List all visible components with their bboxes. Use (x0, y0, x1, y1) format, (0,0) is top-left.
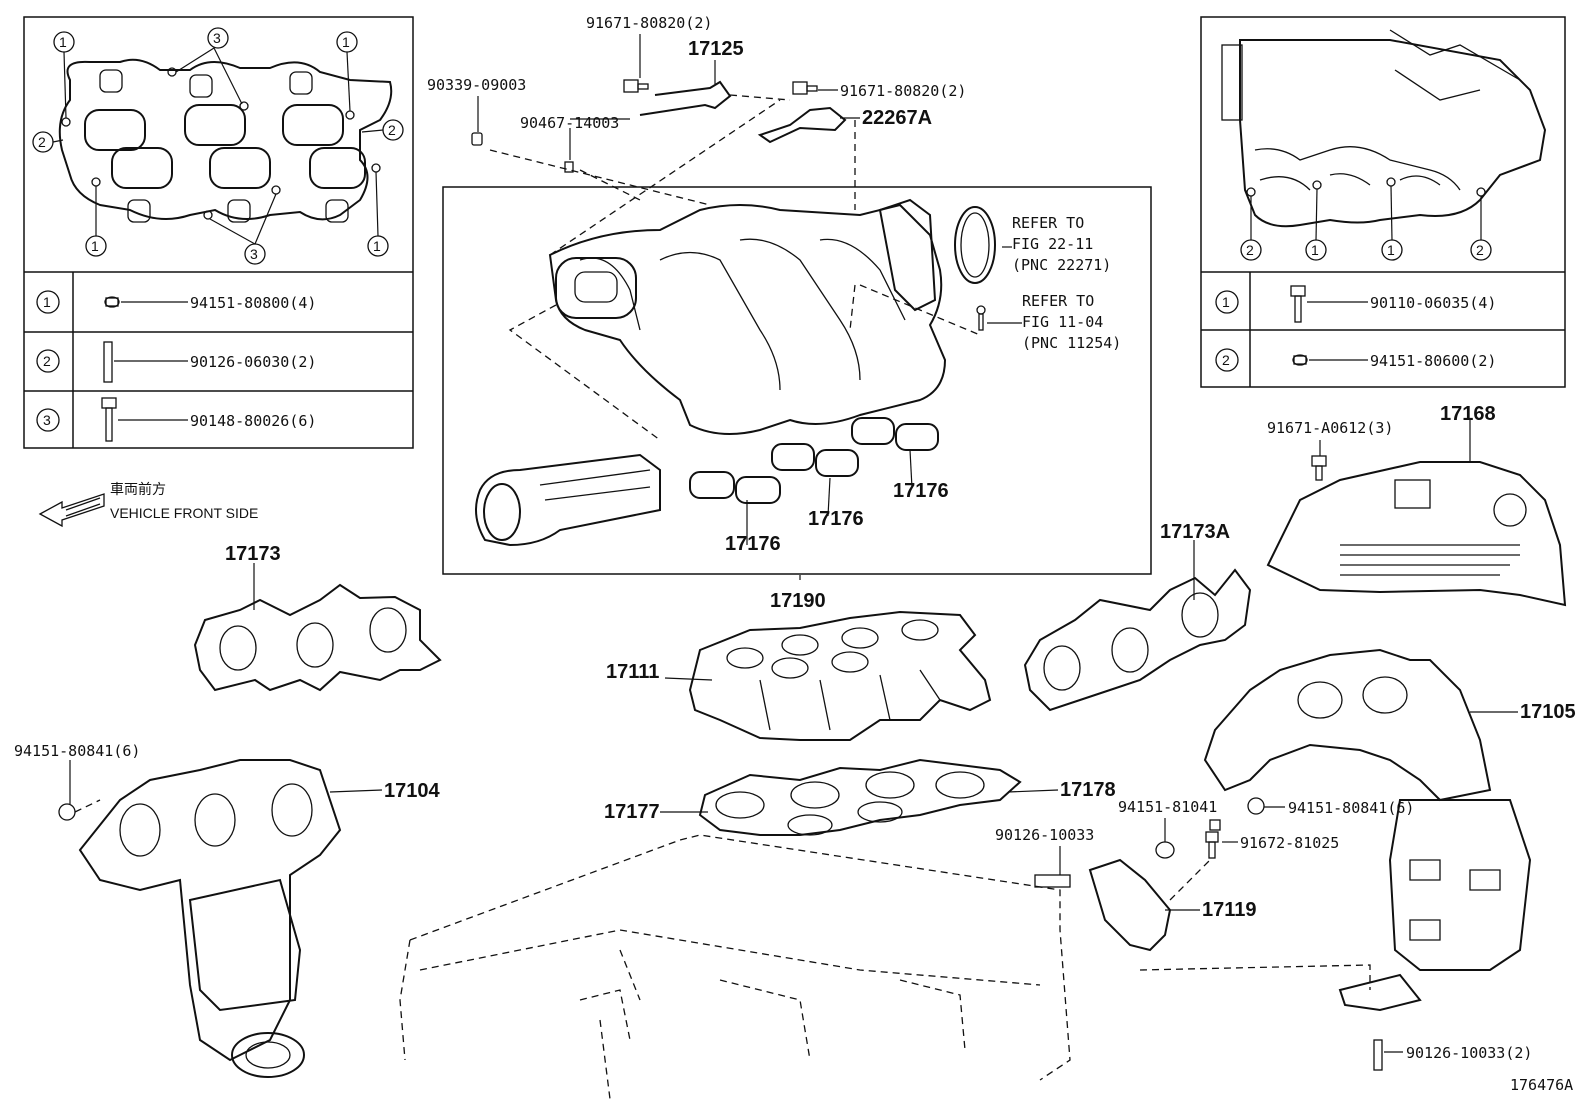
part-label: 17176 (725, 533, 781, 555)
callout-3: 3 (250, 246, 258, 262)
ref-line3: (PNC 22271) (1012, 256, 1111, 274)
top-fasteners (471, 79, 847, 173)
inset-right: 2 1 1 2 1 90110-06035(4) 2 94151-80600(2… (1200, 16, 1566, 388)
exhaust-manifold-17105 (1139, 648, 1532, 1071)
callout-3: 3 (213, 30, 221, 46)
part-label: 90339-09003 (427, 76, 526, 94)
vehicle-front-direction: 車両前方 VEHICLE FRONT SIDE (38, 481, 258, 528)
part-label: 91672-81025 (1240, 834, 1339, 852)
part-label: 91671-80820(2) (840, 82, 966, 100)
part-label: 90126-10033(2) (1406, 1044, 1532, 1062)
gasket-17173 (193, 583, 442, 692)
stud-icon (103, 341, 113, 383)
legend-part: 90110-06035(4) (1370, 294, 1496, 312)
inset-right-legend: 1 90110-06035(4) 2 94151-80600(2) (1215, 285, 1496, 372)
callout-2: 2 (388, 122, 396, 138)
callout-1: 1 (1311, 242, 1319, 258)
part-label: 17176 (808, 508, 864, 530)
part-label: 17178 (1060, 779, 1116, 801)
part-label: 17105 (1520, 701, 1576, 723)
bolt-icon (101, 397, 117, 442)
part-label: 17104 (384, 780, 440, 802)
ref-line2: FIG 22-11 (1012, 235, 1093, 253)
legend-num: 3 (43, 412, 51, 428)
part-labels: 91671-80820(2) 17125 90339-09003 90467-1… (14, 14, 1576, 1094)
gasket-17173A (1023, 568, 1252, 712)
part-label: 94151-80841(6) (14, 742, 140, 760)
legend-part: 94151-80800(4) (190, 294, 316, 312)
bolt-icon (792, 81, 818, 95)
bolt-icon (1290, 285, 1306, 323)
callout-1: 1 (1387, 242, 1395, 258)
part-label: 17173A (1160, 521, 1230, 543)
part-label: 94151-80841(6) (1288, 799, 1414, 817)
engine-block-outline (399, 834, 1071, 1099)
intake-manifold-group (442, 94, 1152, 575)
callout-2: 2 (38, 134, 46, 150)
part-label: 91671-80820(2) (586, 14, 712, 32)
direction-jp: 車両前方 (110, 481, 166, 497)
callout-1: 1 (91, 238, 99, 254)
callout-1: 1 (373, 238, 381, 254)
legend-num: 1 (43, 294, 51, 310)
callout-1: 1 (342, 34, 350, 50)
heat-shield-17168 (1266, 455, 1567, 607)
legend-part: 90126-06030(2) (190, 353, 316, 371)
inset-left: 1 3 1 2 2 1 3 1 1 (23, 16, 414, 449)
callout-2: 2 (1246, 242, 1254, 258)
exhaust-manifold-17104 (58, 759, 342, 1078)
bolt-icon (623, 79, 649, 93)
legend-num: 2 (43, 353, 51, 369)
legend-part: 94151-80600(2) (1370, 352, 1496, 370)
legend-num: 1 (1222, 294, 1230, 310)
part-label: 17177 (604, 801, 660, 823)
intake-17111 (688, 610, 992, 741)
callout-1: 1 (59, 34, 67, 50)
part-label: 94151-81041 (1118, 798, 1217, 816)
part-label: 17176 (893, 480, 949, 502)
ref-line1: REFER TO (1022, 292, 1094, 310)
leader-lines (69, 34, 1518, 1053)
legend-num: 2 (1222, 352, 1230, 368)
part-label: 17168 (1440, 403, 1496, 425)
part-label: 17125 (688, 38, 744, 60)
part-label: 90126-10033 (995, 826, 1094, 844)
part-label: 17111 (606, 661, 659, 683)
bolt-icon (1205, 831, 1219, 859)
direction-en: VEHICLE FRONT SIDE (110, 505, 258, 521)
nut-icon (104, 296, 120, 308)
part-label: 22267A (862, 107, 932, 129)
ref-line1: REFER TO (1012, 214, 1084, 232)
part-label: 91671-A0612(3) (1267, 419, 1393, 437)
bolt-icon (1311, 455, 1327, 481)
figure-id: 176476A (1510, 1076, 1573, 1094)
part-label: 17119 (1202, 899, 1257, 921)
inset-left-callouts: 1 3 1 2 2 1 3 1 (32, 27, 404, 265)
bracket-17119 (1034, 831, 1219, 952)
callout-2: 2 (1476, 242, 1484, 258)
inset-left-legend: 1 94151-80800(4) 2 90126-06030(2) 3 9014… (36, 290, 316, 442)
legend-part: 90148-80026(6) (190, 412, 316, 430)
gaskets-17177-17178 (698, 758, 1022, 836)
part-label: 17190 (770, 590, 826, 612)
part-label: 17173 (225, 543, 281, 565)
part-label: 90467-14003 (520, 114, 619, 132)
ref-line3: (PNC 11254) (1022, 334, 1121, 352)
nut-icon (1292, 354, 1308, 366)
ref-line2: FIG 11-04 (1022, 313, 1103, 331)
inset-right-callouts: 2 1 1 2 (1240, 185, 1492, 261)
